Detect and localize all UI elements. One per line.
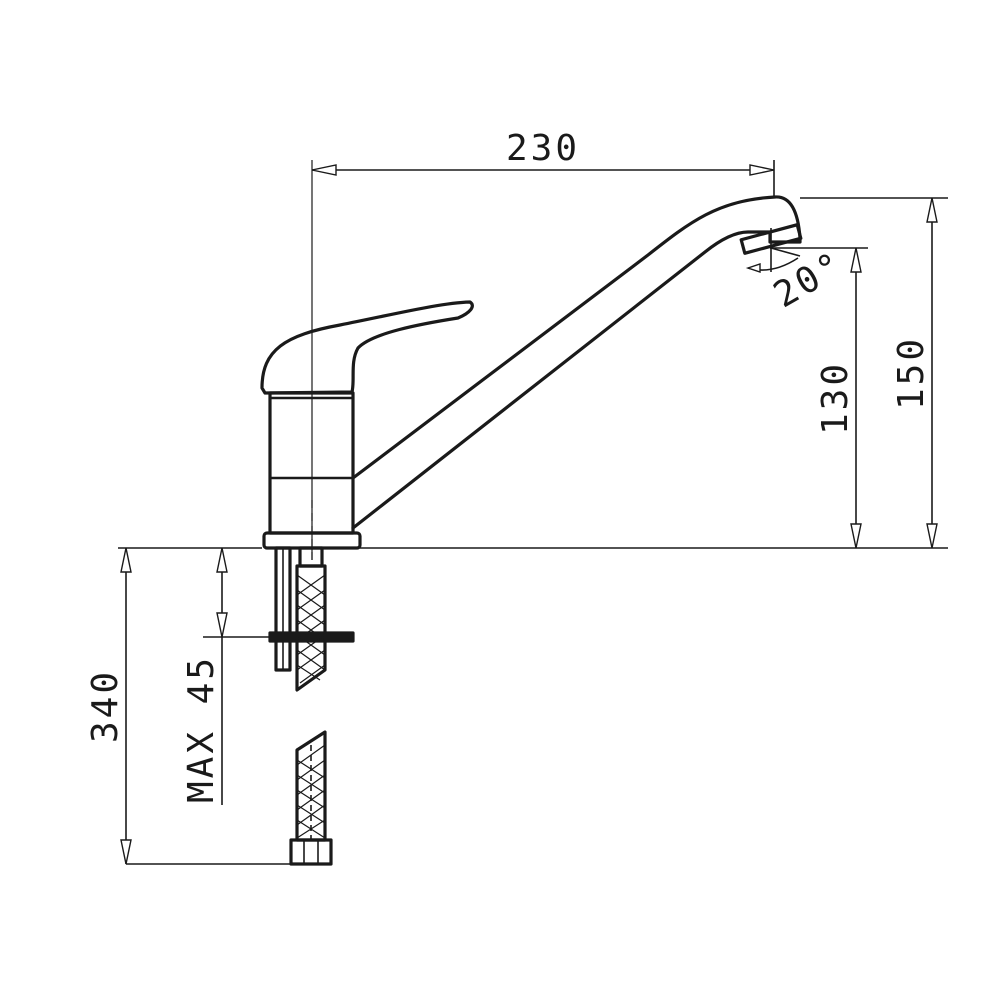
dimension-label-outlet-height: 130 xyxy=(815,361,856,435)
hose-fitting xyxy=(289,838,333,866)
mounting-nut xyxy=(268,631,355,643)
dimension-label-max-deck-thickness: MAX 45 xyxy=(181,655,222,803)
supply-hose-upper xyxy=(295,546,327,692)
dimension-label-total-height: 150 xyxy=(891,336,932,410)
faucet-lever-handle xyxy=(260,300,474,395)
dimension-spout-reach: 230 xyxy=(311,128,775,196)
dimension-label-hose-length: 340 xyxy=(85,669,126,743)
dimension-outlet-height: 130 xyxy=(770,247,868,549)
dimension-total-height: 150 xyxy=(355,197,948,549)
supply-hose-lower xyxy=(295,730,327,842)
mounting-stud xyxy=(274,546,292,672)
dimension-label-outlet-angle: 20° xyxy=(767,244,852,317)
faucet-spout xyxy=(351,195,803,530)
dimension-label-spout-reach: 230 xyxy=(506,128,580,169)
dimension-hose-length: 340 xyxy=(85,547,290,865)
dimension-max-deck-thickness: MAX 45 xyxy=(181,547,270,805)
